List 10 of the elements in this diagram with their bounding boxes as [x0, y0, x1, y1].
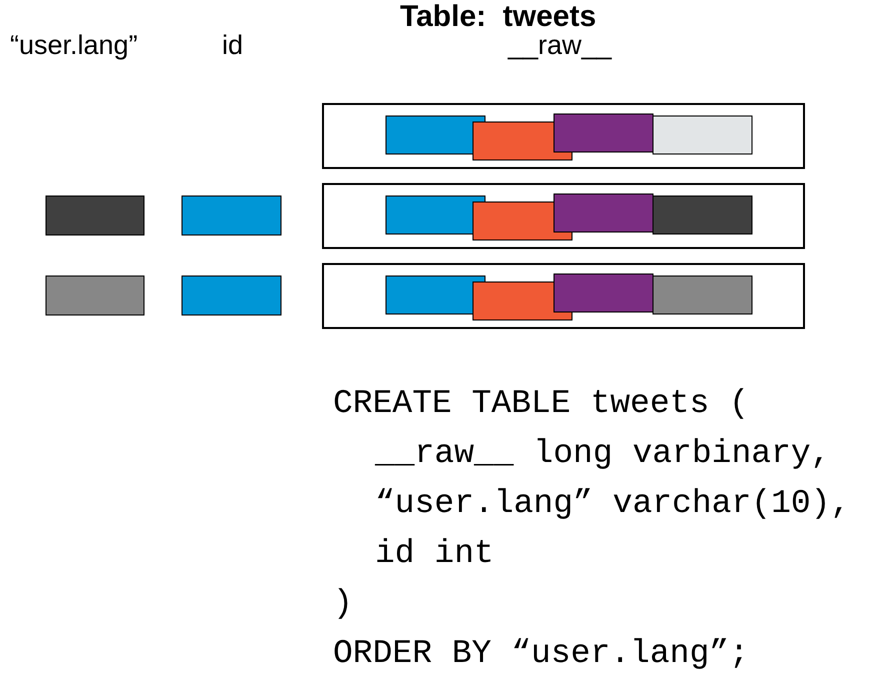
- header-label: id: [222, 30, 244, 62]
- code-line: __raw__ long varbinary,: [375, 435, 830, 473]
- code-line: “user.lang” varchar(10),: [375, 485, 850, 523]
- header-label: “user.lang”: [10, 30, 138, 62]
- title: Table: tweets: [400, 2, 596, 32]
- code-line: ORDER BY “user.lang”;: [333, 635, 749, 673]
- code-line: CREATE TABLE tweets (: [333, 385, 749, 423]
- header-label: __raw__: [508, 30, 612, 62]
- code-line: ): [333, 585, 353, 623]
- code-line: id int: [375, 535, 494, 573]
